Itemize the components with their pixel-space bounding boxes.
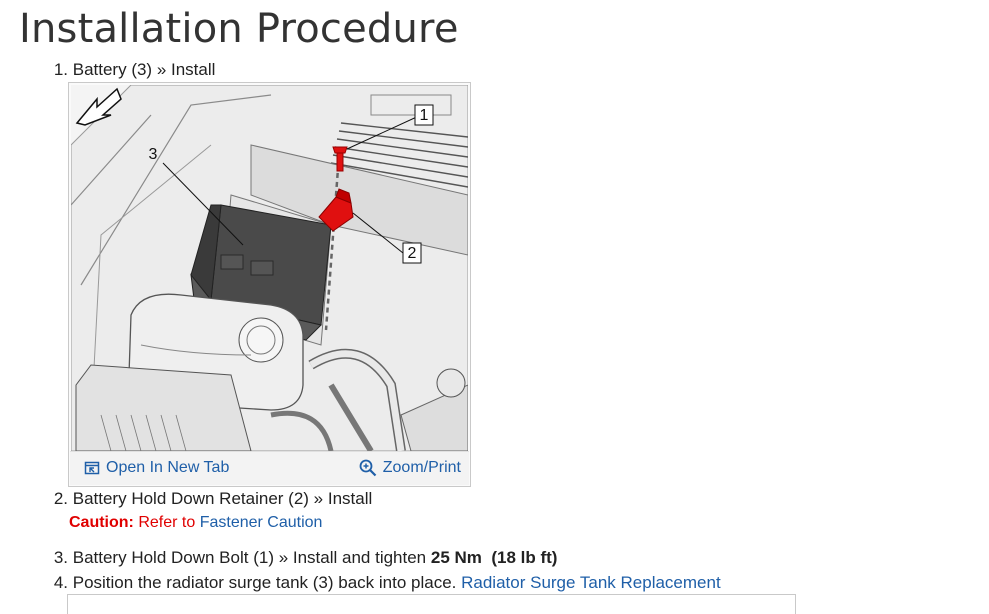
caution-text: Refer to (138, 514, 196, 531)
svg-text:2: 2 (408, 245, 417, 262)
caution-label: Caution: (69, 514, 134, 531)
torque-value-imperial: (18 lb ft) (491, 548, 558, 567)
open-in-new-tab-icon (84, 461, 100, 475)
step-1: 1. Battery (3) » Install (49, 60, 216, 80)
step-2: 2. Battery Hold Down Retainer (2) » Inst… (49, 489, 372, 509)
step-text: Battery Hold Down Retainer (2) » Install (72, 489, 373, 508)
step-text: Battery (3) » Install (72, 60, 216, 79)
radiator-surge-tank-link[interactable]: Radiator Surge Tank Replacement (461, 573, 721, 592)
open-in-new-tab-label: Open In New Tab (106, 459, 230, 476)
open-in-new-tab-button[interactable]: Open In New Tab (84, 459, 229, 477)
step-number: 2. (53, 489, 68, 508)
step-3: 3. Battery Hold Down Bolt (1) » Install … (49, 548, 558, 568)
step-number: 4. (53, 573, 68, 592)
callout-2: 2 (402, 242, 422, 264)
step-text: Position the radiator surge tank (3) bac… (72, 573, 462, 592)
step-number: 3. (53, 548, 68, 567)
engine-bay-illustration: 1 2 3 (71, 85, 468, 451)
page-title: Installation Procedure (19, 6, 459, 52)
step-text: Battery Hold Down Bolt (1) » Install and… (72, 548, 431, 567)
callout-1: 1 (414, 104, 434, 126)
zoom-icon (359, 459, 377, 477)
step-4: 4. Position the radiator surge tank (3) … (49, 573, 721, 593)
callout-3: 3 (149, 146, 158, 163)
zoom-print-button[interactable]: Zoom/Print (359, 459, 461, 477)
zoom-print-label: Zoom/Print (382, 459, 461, 476)
step-number: 1. (53, 60, 68, 79)
torque-value: 25 Nm (430, 548, 482, 567)
svg-text:3: 3 (149, 146, 158, 163)
battery-install-figure: 1 2 3 Open In New Tab Zoom/Prin (68, 82, 471, 487)
svg-text:1: 1 (420, 107, 429, 124)
figure-toolbar: Open In New Tab Zoom/Print (70, 451, 469, 485)
caution-note: Caution: Refer to Fastener Caution (69, 514, 322, 532)
fastener-caution-link[interactable]: Fastener Caution (199, 514, 323, 531)
next-figure-frame (67, 594, 796, 614)
